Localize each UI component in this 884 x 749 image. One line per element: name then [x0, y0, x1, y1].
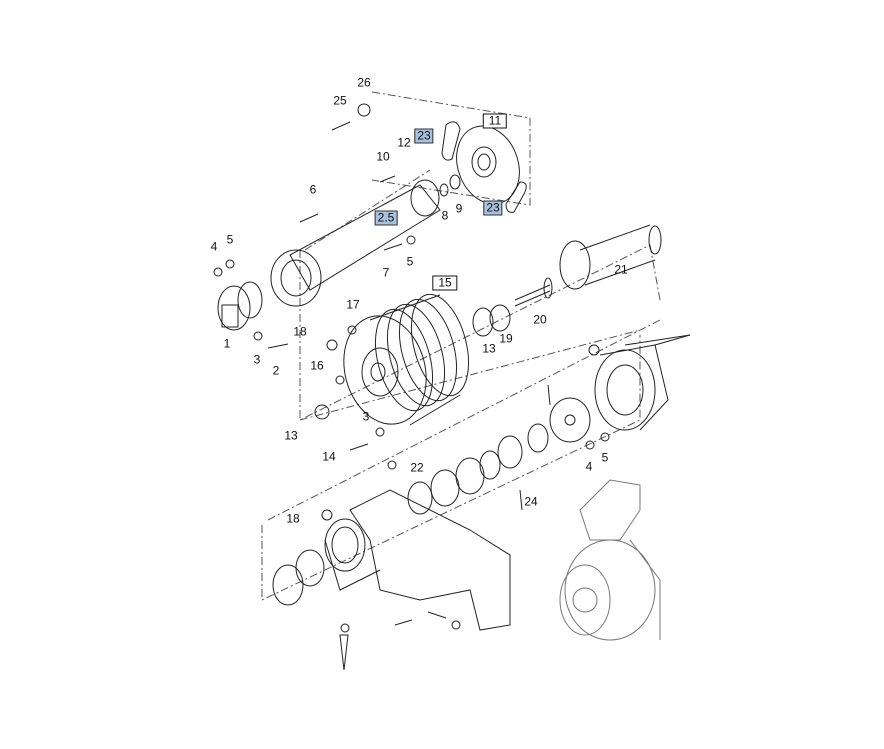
callout-2-5-highlighted[interactable]: 2.5 — [374, 210, 398, 226]
pulley-15-drawing — [343, 293, 469, 426]
callout-17[interactable]: 17 — [346, 297, 360, 312]
flange-1-drawing — [217, 281, 263, 331]
callout-8[interactable]: 8 — [441, 208, 449, 223]
assembly-frame-lines — [261, 91, 661, 601]
callout-5[interactable]: 5 — [601, 450, 609, 465]
callout-25[interactable]: 25 — [333, 93, 347, 108]
callout-12[interactable]: 12 — [397, 135, 411, 150]
callout-20[interactable]: 20 — [533, 312, 547, 327]
callout-3[interactable]: 3 — [253, 352, 261, 367]
cardan-shaft-drawing — [270, 174, 461, 307]
callout-16[interactable]: 16 — [310, 358, 324, 373]
callout-4[interactable]: 4 — [585, 459, 593, 474]
callout-4[interactable]: 4 — [210, 239, 218, 254]
callout-23-highlighted[interactable]: 23 — [414, 128, 434, 144]
callout-18[interactable]: 18 — [293, 324, 307, 339]
callout-14[interactable]: 14 — [322, 449, 336, 464]
callout-15[interactable]: 15 — [432, 275, 458, 291]
callout-10[interactable]: 10 — [376, 149, 390, 164]
bolts-drawing — [213, 103, 691, 633]
callout-6[interactable]: 6 — [309, 182, 317, 197]
callout-13[interactable]: 13 — [482, 341, 496, 356]
callout-21[interactable]: 21 — [614, 262, 628, 277]
callout-9[interactable]: 9 — [455, 201, 463, 216]
callout-2[interactable]: 2 — [272, 363, 280, 378]
callout-19[interactable]: 19 — [499, 331, 513, 346]
support-bracket-drawing — [272, 489, 511, 671]
callout-7[interactable]: 7 — [382, 265, 390, 280]
callout-26[interactable]: 26 — [357, 75, 371, 90]
callout-24[interactable]: 24 — [524, 494, 538, 509]
callout-23-highlighted[interactable]: 23 — [483, 200, 503, 216]
callout-5[interactable]: 5 — [406, 254, 414, 269]
callout-5[interactable]: 5 — [226, 232, 234, 247]
callout-18[interactable]: 18 — [286, 511, 300, 526]
shaft-21-drawing — [472, 224, 662, 337]
callout-13[interactable]: 13 — [284, 428, 298, 443]
bearing-housing-drawing — [407, 334, 691, 515]
engine-background-drawing — [559, 479, 661, 641]
callout-22[interactable]: 22 — [410, 460, 424, 475]
callout-3[interactable]: 3 — [362, 409, 370, 424]
callout-11[interactable]: 11 — [482, 113, 508, 129]
callout-1[interactable]: 1 — [223, 336, 231, 351]
